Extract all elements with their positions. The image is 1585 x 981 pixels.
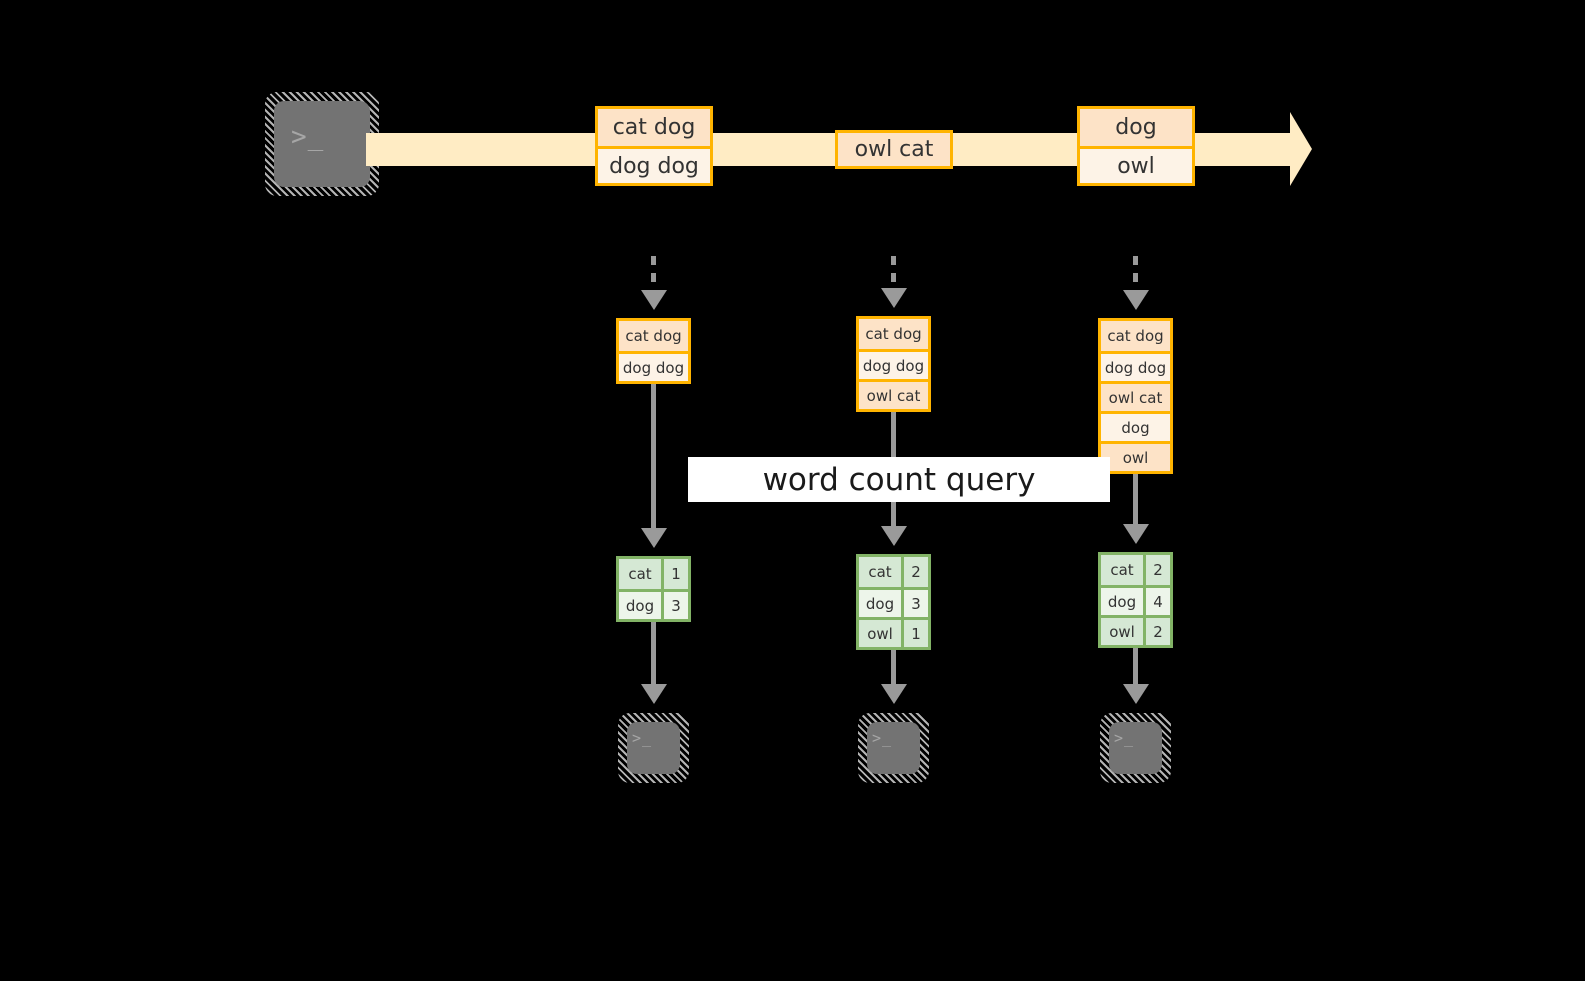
result-table[interactable]: cat 1 dog 3 <box>616 556 691 622</box>
sink-arrow-head <box>1123 684 1149 704</box>
result-row: cat 2 <box>859 557 928 587</box>
result-count: 3 <box>664 592 688 619</box>
result-table[interactable]: cat 2 dog 3 owl 1 <box>856 554 931 650</box>
result-word: owl <box>1101 618 1146 645</box>
result-word: owl <box>859 620 904 647</box>
sink-arrow-line <box>1133 648 1138 690</box>
query-arrow-head <box>641 528 667 548</box>
snapshot-dashed-arrow-line <box>651 256 656 292</box>
result-count: 2 <box>1146 555 1170 585</box>
result-word: dog <box>619 592 664 619</box>
result-count: 1 <box>664 559 688 589</box>
stream-event-box[interactable]: owl cat <box>835 130 953 169</box>
result-row: cat 2 <box>1101 555 1170 585</box>
query-label-banner: word count query <box>688 457 1110 502</box>
sink-terminal-icon[interactable]: >_ <box>618 713 689 783</box>
result-count: 2 <box>1146 618 1170 645</box>
result-count: 2 <box>904 557 928 587</box>
query-arrow-line <box>651 384 656 534</box>
stream-event-line: owl cat <box>838 133 950 166</box>
result-word: cat <box>619 559 664 589</box>
terminal-body <box>867 722 920 774</box>
terminal-prompt-glyph: >_ <box>632 729 653 747</box>
sink-terminal-icon[interactable]: >_ <box>1100 713 1171 783</box>
result-count: 1 <box>904 620 928 647</box>
snapshot-box[interactable]: cat dog dog dog owl cat dog owl <box>1098 318 1173 474</box>
result-word: dog <box>859 590 904 617</box>
snapshot-dashed-arrow-head <box>881 288 907 308</box>
snapshot-line: dog dog <box>619 351 688 381</box>
snapshot-line: owl <box>1101 441 1170 471</box>
snapshot-box[interactable]: cat dog dog dog owl cat <box>856 316 931 412</box>
query-arrow-head <box>881 526 907 546</box>
result-word: dog <box>1101 588 1146 615</box>
snapshot-line: cat dog <box>619 321 688 351</box>
event-stream-arrowhead <box>1290 112 1312 186</box>
sink-arrow-head <box>641 684 667 704</box>
terminal-prompt-glyph: >_ <box>1114 729 1135 747</box>
snapshot-line: cat dog <box>1101 321 1170 351</box>
snapshot-line: dog dog <box>1101 351 1170 381</box>
snapshot-dashed-arrow-head <box>641 290 667 310</box>
result-row: owl 1 <box>859 617 928 647</box>
stream-event-box[interactable]: dog owl <box>1077 106 1195 186</box>
snapshot-line: dog <box>1101 411 1170 441</box>
sink-arrow-line <box>891 650 896 690</box>
sink-terminal-icon[interactable]: >_ <box>858 713 929 783</box>
snapshot-line: cat dog <box>859 319 928 349</box>
query-arrow-head <box>1123 524 1149 544</box>
snapshot-box[interactable]: cat dog dog dog <box>616 318 691 384</box>
query-label: word count query <box>762 461 1036 498</box>
terminal-prompt-glyph: >_ <box>291 122 325 152</box>
result-word: cat <box>859 557 904 587</box>
snapshot-dashed-arrow-line <box>891 256 896 292</box>
result-count: 3 <box>904 590 928 617</box>
terminal-prompt-glyph: >_ <box>872 729 893 747</box>
result-row: dog 3 <box>619 589 688 619</box>
query-arrow-line <box>1133 474 1138 532</box>
result-count: 4 <box>1146 588 1170 615</box>
snapshot-dashed-arrow-line <box>1133 256 1138 292</box>
sink-arrow-line <box>651 622 656 688</box>
snapshot-line: owl cat <box>859 379 928 409</box>
terminal-body <box>1109 722 1162 774</box>
result-row: owl 2 <box>1101 615 1170 645</box>
stream-event-line: dog <box>1080 109 1192 146</box>
snapshot-dashed-arrow-head <box>1123 290 1149 310</box>
result-row: dog 4 <box>1101 585 1170 615</box>
stream-event-box[interactable]: cat dog dog dog <box>595 106 713 186</box>
result-word: cat <box>1101 555 1146 585</box>
sink-arrow-head <box>881 684 907 704</box>
stream-event-line: dog dog <box>598 146 710 183</box>
result-row: cat 1 <box>619 559 688 589</box>
stream-event-line: owl <box>1080 146 1192 183</box>
result-row: dog 3 <box>859 587 928 617</box>
stream-event-line: cat dog <box>598 109 710 146</box>
snapshot-line: owl cat <box>1101 381 1170 411</box>
snapshot-line: dog dog <box>859 349 928 379</box>
source-terminal-icon[interactable]: >_ <box>265 92 379 196</box>
terminal-body <box>627 722 680 774</box>
terminal-body <box>274 101 370 187</box>
result-table[interactable]: cat 2 dog 4 owl 2 <box>1098 552 1173 648</box>
